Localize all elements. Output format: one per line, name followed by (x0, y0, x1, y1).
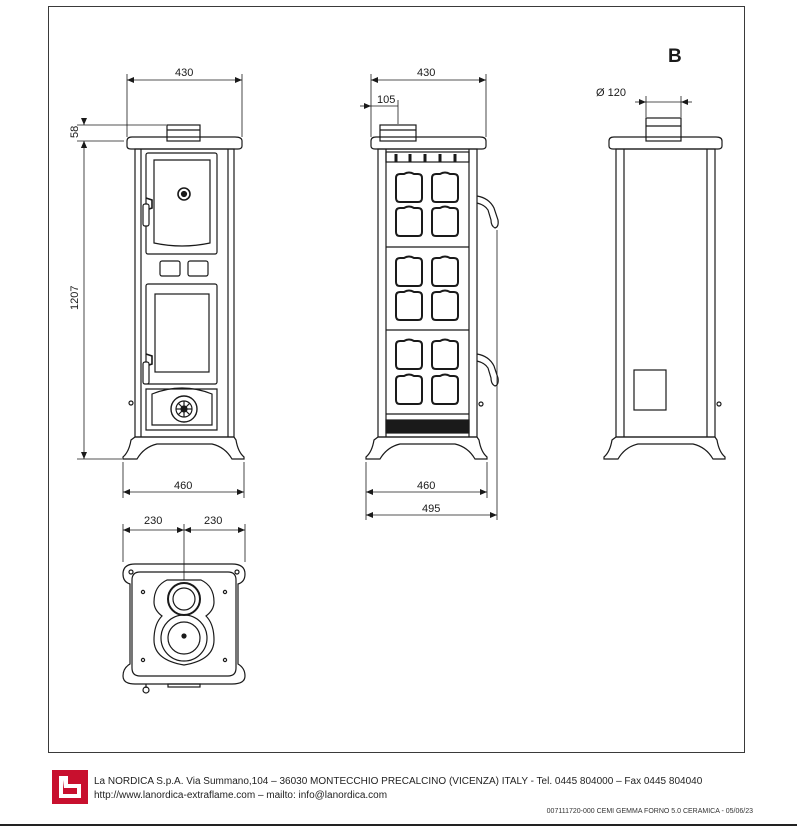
ceramic-tile (395, 255, 423, 287)
dim-top-half-right: 230 (204, 515, 222, 527)
ceramic-tile (395, 171, 423, 203)
front-dimensions (77, 74, 245, 498)
side-tiles (395, 171, 459, 405)
dim-front-flue-height: 58 (69, 126, 81, 138)
la-nordica-logo (52, 770, 88, 804)
view-label: B (668, 46, 682, 67)
ceramic-tile (395, 205, 423, 237)
bottom-divider (0, 824, 797, 826)
drawing-frame (48, 6, 745, 753)
dim-front-width-top: 430 (175, 67, 193, 79)
ceramic-tile (431, 205, 459, 237)
dim-side-flue-offset: 105 (377, 94, 395, 106)
dim-back-flue-diameter: Ø 120 (596, 87, 626, 99)
dim-front-total-height: 1207 (69, 286, 81, 310)
ceramic-tile (431, 338, 459, 370)
company-links[interactable]: http://www.lanordica-extraflame.com – ma… (94, 790, 388, 801)
dim-top-half-left: 230 (144, 515, 162, 527)
company-address: La NORDICA S.p.A. Via Summano,104 – 3603… (94, 776, 703, 787)
dim-side-depth-total: 495 (422, 503, 440, 515)
ceramic-tile (395, 338, 423, 370)
side-view (365, 124, 499, 460)
dim-side-width-top: 430 (417, 67, 435, 79)
technical-drawing: B (69, 46, 726, 694)
back-view (603, 117, 726, 460)
front-view (122, 124, 245, 460)
document-code: 007111720-000 CEMI GEMMA FORNO 5.0 CERAM… (546, 808, 753, 815)
ceramic-tile (431, 171, 459, 203)
ceramic-tile (395, 289, 423, 321)
top-view (122, 563, 246, 694)
dim-front-width-base: 460 (174, 480, 192, 492)
ceramic-tile (431, 255, 459, 287)
back-dimensions (635, 96, 692, 117)
side-dimensions (360, 74, 498, 520)
top-dimensions (122, 524, 246, 580)
dim-side-width-base: 460 (417, 480, 435, 492)
ceramic-tile (395, 373, 423, 405)
ceramic-tile (431, 289, 459, 321)
ceramic-tile (431, 373, 459, 405)
